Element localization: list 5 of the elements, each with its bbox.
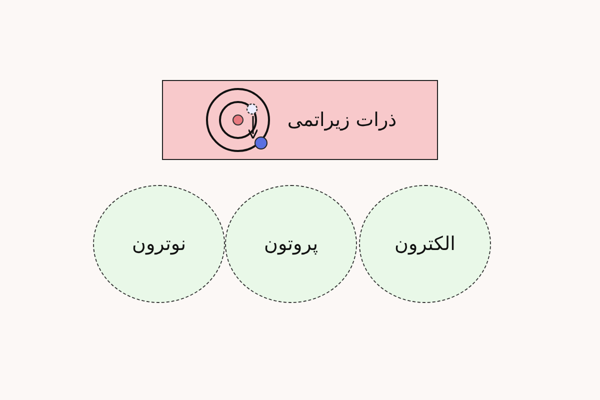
node-label: نوترون xyxy=(132,233,186,255)
title-box xyxy=(162,80,438,160)
node-label: پروتون xyxy=(264,233,318,255)
node-label: ذرات زیراتمی xyxy=(287,109,397,131)
node-label: الکترون xyxy=(394,233,456,255)
